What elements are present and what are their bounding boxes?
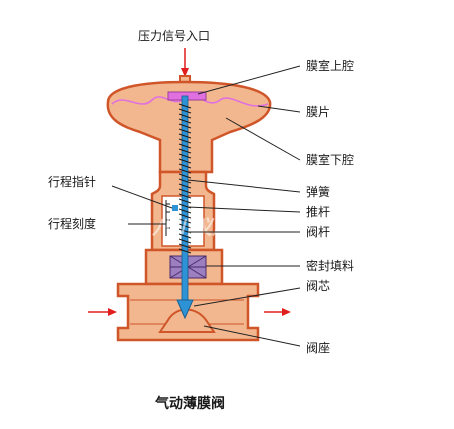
label-stroke-pointer: 行程指针 — [48, 174, 96, 189]
spring-coil — [178, 103, 192, 109]
label-diaphragm: 膜片 — [306, 105, 330, 119]
spring-coil — [178, 113, 192, 119]
spring-coil — [178, 148, 192, 154]
spring-coil — [178, 193, 192, 199]
spring-coil — [178, 173, 192, 179]
spring-coil — [178, 243, 192, 249]
flow-out-arrow — [264, 308, 291, 316]
spring-coil — [178, 168, 192, 174]
leader-stroke-pointer — [111, 185, 173, 209]
label-stroke-scale: 行程刻度 — [48, 216, 96, 231]
leader-push-rod — [187, 206, 301, 213]
spring-coil — [178, 143, 192, 149]
spring-coil — [178, 208, 192, 214]
label-valve-seat: 阀座 — [306, 340, 330, 355]
leader-diaphragm — [257, 105, 301, 113]
spring-coil — [178, 183, 192, 189]
spring-coil — [178, 238, 192, 244]
spring-coil — [178, 163, 192, 169]
spring-coil — [178, 123, 192, 129]
spring-coil — [178, 133, 192, 139]
spring-coil — [178, 108, 192, 114]
leader-valve-core — [193, 287, 301, 307]
spring-coil — [178, 188, 192, 194]
label-spring: 弹簧 — [306, 184, 330, 199]
spring-coil — [178, 233, 192, 239]
flow-in-arrow — [88, 308, 117, 316]
spring-coil — [178, 218, 192, 224]
diagram-caption: 气动薄膜阀 — [154, 395, 225, 412]
watermark: 八川仪启威 — [151, 215, 255, 239]
label-push-rod: 推杆 — [306, 205, 330, 219]
spring-coil — [178, 118, 192, 124]
label-packing: 密封填料 — [306, 258, 354, 273]
label-valve-core: 阀芯 — [306, 279, 330, 293]
spring-coil — [178, 138, 192, 144]
valve-seat — [158, 308, 216, 333]
spring-coil — [178, 213, 192, 219]
signal-inlet-arrow — [181, 48, 189, 77]
spring — [178, 103, 192, 254]
label-valve-stem: 阀杆 — [306, 225, 330, 239]
spring-coil — [178, 128, 192, 134]
spring-coil — [178, 248, 192, 254]
label-lower-chamber: 膜室下腔 — [306, 152, 354, 167]
spring-coil — [178, 198, 192, 204]
valve-core — [176, 299, 194, 320]
label-upper-chamber: 膜室上腔 — [306, 58, 354, 73]
stroke-pointer — [172, 205, 178, 211]
leader-valve-seat — [203, 325, 301, 347]
leader-lower-chamber — [225, 117, 301, 161]
spring-coil — [178, 223, 192, 229]
spring-coil — [178, 158, 192, 164]
leader-upper-chamber — [197, 65, 301, 95]
label-signal-inlet: 压力信号入口 — [138, 29, 210, 43]
leader-spring — [187, 179, 301, 193]
spring-coil — [178, 178, 192, 184]
spring-coil — [178, 153, 192, 159]
